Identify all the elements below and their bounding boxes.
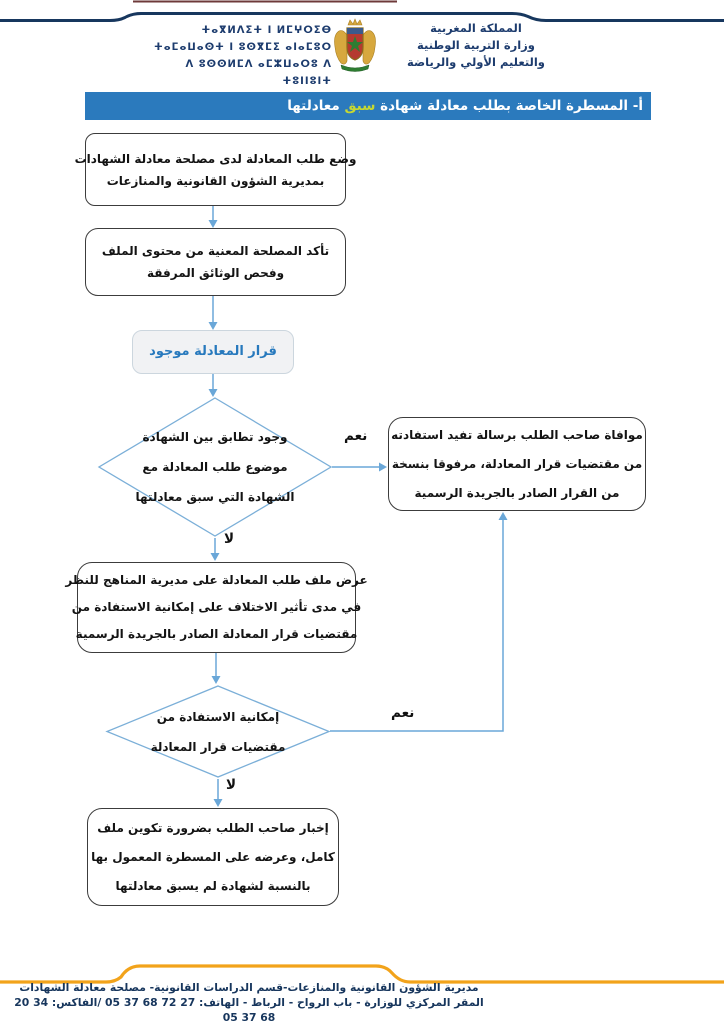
shield-sky: [347, 28, 363, 34]
top-swoosh-line: [0, 0, 724, 22]
arrowhead-down: [210, 553, 220, 561]
lion-right-icon: [362, 30, 376, 65]
step-line: من مقتضيات قرار المعادلة، مرفوقا بنسخة: [391, 456, 643, 471]
arrowhead-down: [213, 799, 223, 807]
connector-yes2: [330, 519, 504, 732]
ribbon-banner: [340, 64, 370, 72]
step-refer-curricula: عرض ملف طلب المعادلة على مديرية المناهج …: [65, 562, 368, 653]
decision-line: الشهادة التي سبق معادلتها: [135, 490, 295, 504]
state-decision-exists: قرار المعادلة موجود: [132, 330, 294, 374]
arrowhead-down: [211, 676, 221, 684]
decision-line: موضوع طلب المعادلة مع: [142, 460, 288, 474]
kingdom-line: المملكة المغربية: [430, 21, 522, 35]
decision-benefit-text: إمكانية الاستفادة من مقتضيات قرار المعاد…: [126, 700, 310, 763]
step-line: كامل، وعرضه على المسطرة المعمول بها: [91, 849, 335, 864]
decision-diamond-benefit: [105, 685, 331, 778]
section-title-highlight: سبق: [344, 98, 376, 114]
arrowhead-down: [208, 389, 218, 397]
section-title-bar: أ- المسطرة الخاصة بطلب معادلة شهادة سبق …: [85, 92, 651, 120]
arrowhead-right: [379, 462, 387, 472]
section-title-text: أ- المسطرة الخاصة بطلب معادلة شهادة: [375, 98, 643, 114]
step-line: بالنسبة لشهادة لم يسبق معادلتها: [115, 878, 311, 893]
no-label-2: لا: [226, 777, 237, 793]
tifinagh-line: ⵜⴰⴳⵍⴷⵉⵜ ⵏ ⵍⵎⵖⵔⵉⴱ: [201, 25, 332, 36]
arrowhead-down: [208, 220, 218, 228]
footer-department-line: مديرية الشؤون القانونية والمنازعات-قسم ا…: [19, 981, 479, 994]
step-line: من القرار الصادر بالجريدة الرسمية: [414, 485, 620, 500]
footer-address-line: المقر المركزي للوزارة - باب الرواح - الر…: [14, 996, 484, 1024]
crown-icon: [347, 18, 363, 26]
step-line: وضع طلب المعادلة لدى مصلحة معادلة الشهاد…: [74, 151, 357, 166]
ministry-name-arabic: المملكة المغربية وزارة التربية الوطنية و…: [388, 20, 564, 71]
step-line: بمديرية الشؤون القانونية والمنازعات: [106, 173, 325, 188]
ministry-line: وزارة التربية الوطنية: [417, 38, 535, 52]
step-verify-file: تأكد المصلحة المعنية من محتوى الملف وفحص…: [85, 228, 346, 296]
no-label-1: لا: [224, 531, 235, 547]
footer-swoosh-path: [0, 964, 724, 984]
section-title-tail: معادلتها: [287, 98, 345, 114]
arrowhead-up: [498, 512, 508, 520]
step-inform-newfile: إخبار صاحب الطلب بضرورة تكوين ملف كامل، …: [87, 808, 339, 906]
yes-label-1: نعم: [344, 428, 368, 444]
yes-label-2: نعم: [391, 705, 415, 721]
step-line: في مدى تأثير الاختلاف على إمكانية الاستف…: [71, 600, 362, 614]
step-line: موافاة صاحب الطلب برسالة تفيد استفادته: [391, 427, 643, 442]
step-line: وفحص الوثائق المرفقة: [146, 266, 285, 280]
tifinagh-line: ⵜⴰⵎⴰⵡⴰⵙⵜ ⵏ ⵓⵙⴳⵎⵉ ⴰⵏⴰⵎⵓⵔ: [154, 42, 332, 53]
decision-diamond-match: [97, 397, 333, 537]
coat-of-arms-logo: [334, 18, 376, 72]
tifinagh-line: ⴷ ⵓⵙⵙⵍⵎⴷ ⴰⵎⵣⵡⴰⵔⵓ ⴷ ⵜⵓⵏⵏⵓⵏⵜ: [185, 59, 332, 87]
ministry-name-tifinagh: ⵜⴰⴳⵍⴷⵉⵜ ⵏ ⵍⵎⵖⵔⵉⴱ ⵜⴰⵎⴰⵡⴰⵙⵜ ⵏ ⵓⵙⴳⵎⵉ ⴰⵏⴰⵎⵓⵔ…: [148, 22, 332, 90]
footer-swoosh-line: [0, 964, 724, 984]
step-line: إخبار صاحب الطلب بضرورة تكوين ملف: [97, 820, 329, 835]
footer: مديرية الشؤون القانونية والمنازعات-قسم ا…: [6, 980, 492, 1024]
state-label: قرار المعادلة موجود: [149, 344, 277, 359]
step-submit-request: وضع طلب المعادلة لدى مصلحة معادلة الشهاد…: [75, 133, 356, 206]
step-line: تأكد المصلحة المعنية من محتوى الملف: [101, 244, 330, 258]
arrowhead-down: [208, 322, 218, 330]
step-line: عرض ملف طلب المعادلة على مديرية المناهج …: [65, 573, 368, 587]
step-line: مقتضيات قرار المعادلة الصادر بالجريدة ال…: [75, 627, 358, 641]
header-swoosh-path: [0, 12, 724, 22]
decision-line: وجود تطابق بين الشهادة: [142, 430, 288, 444]
decision-line: مقتضيات قرار المعادلة: [150, 739, 286, 754]
pentagram-star-icon: [347, 36, 363, 52]
step-notify-benefit: موافاة صاحب الطلب برسالة تفيد استفادته م…: [388, 417, 646, 511]
decision-match-text: وجود تطابق بين الشهادة موضوع طلب المعادل…: [113, 420, 317, 514]
lion-left-icon: [334, 30, 348, 65]
ministry-line2: والتعليم الأولي والرياضة: [407, 55, 545, 69]
decision-line: إمكانية الاستفادة من: [156, 709, 280, 724]
